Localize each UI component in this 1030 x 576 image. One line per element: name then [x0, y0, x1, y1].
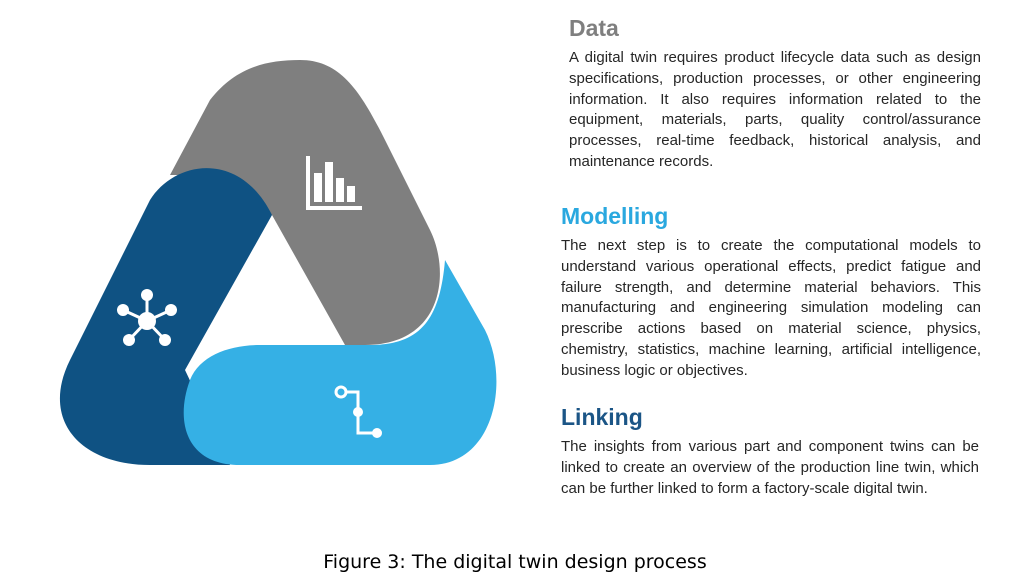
- figure-caption: Figure 3: The digital twin design proces…: [323, 551, 707, 573]
- modelling-description: The next step is to create the computati…: [561, 237, 981, 379]
- linking-description: The insights from various part and compo…: [561, 438, 979, 497]
- network-icon: [117, 289, 177, 346]
- linking-heading: Linking: [561, 404, 643, 430]
- linking-section: Linking The insights from various part a…: [561, 403, 979, 499]
- bar-chart-icon: [306, 156, 362, 210]
- data-description: A digital twin requires product lifecycl…: [569, 49, 981, 170]
- modelling-section: Modelling The next step is to create the…: [561, 202, 981, 382]
- process-flow-icon: [334, 385, 382, 438]
- data-heading: Data: [569, 15, 619, 41]
- modelling-segment: [59, 168, 272, 465]
- linking-segment: [183, 260, 497, 465]
- data-section: Data A digital twin requires product lif…: [569, 14, 981, 173]
- modelling-heading: Modelling: [561, 203, 669, 229]
- design-cycle-diagram: [59, 60, 497, 465]
- data-segment: [170, 60, 440, 345]
